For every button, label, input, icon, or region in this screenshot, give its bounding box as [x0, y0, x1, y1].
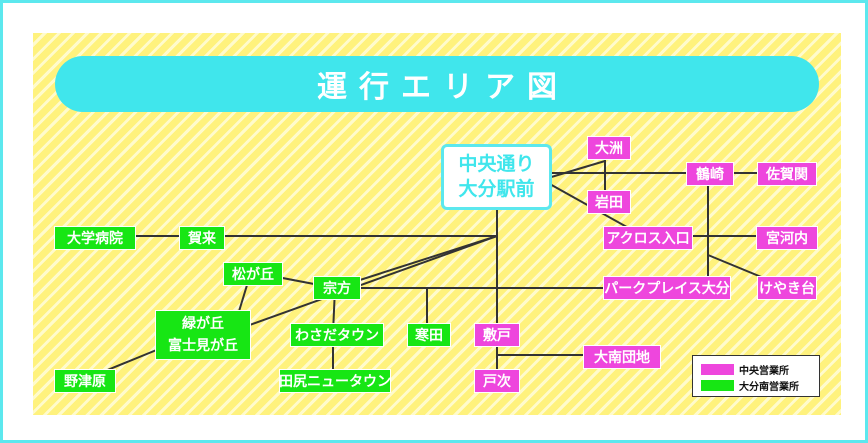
hub-label-line1: 中央通り [458, 153, 535, 175]
station-iwata[interactable]: 岩田 [587, 190, 631, 214]
station-wasada-town[interactable]: わさだタウン [290, 323, 384, 347]
station-park-place-oita[interactable]: パークプレイス大分 [603, 276, 731, 300]
station-sagamoseki[interactable]: 佐賀関 [757, 162, 817, 186]
page-title: 運行エリア図 [317, 70, 569, 105]
station-tobetsugi[interactable]: 戸次 [474, 369, 520, 393]
legend-swatch-magenta [701, 363, 734, 375]
station-kanda[interactable]: 寒田 [407, 323, 451, 347]
station-kaku[interactable]: 賀来 [179, 226, 225, 250]
station-tsurusaki[interactable]: 鶴崎 [686, 162, 734, 186]
station-ozu[interactable]: 大洲 [587, 136, 631, 160]
station-matsugaoka[interactable]: 松が丘 [223, 262, 283, 286]
station-tajiri-new-town[interactable]: 田尻ニュータウン [279, 369, 391, 393]
station-soho[interactable]: 宗方 [313, 276, 361, 300]
route-line-hub-ozu [547, 160, 606, 179]
station-midorigaoka: 緑が丘 [182, 316, 224, 332]
station-shikido[interactable]: 敷戸 [474, 323, 520, 347]
station-miyakawachi[interactable]: 宮河内 [756, 226, 818, 250]
office-legend: 中央営業所 大分南営業所 [692, 355, 820, 397]
station-across-iriguchi[interactable]: アクロス入口 [603, 226, 693, 250]
legend-item-oita-minami: 大分南営業所 [701, 378, 799, 393]
station-fujimigaoka: 富士見が丘 [168, 338, 238, 354]
station-dainan-danchi[interactable]: 大南団地 [583, 345, 661, 369]
legend-item-chuo: 中央営業所 [701, 362, 789, 377]
station-nozuhara[interactable]: 野津原 [54, 369, 116, 393]
legend-swatch-green [701, 379, 734, 391]
legend-label-oita-minami: 大分南営業所 [739, 381, 799, 393]
hub-chuo-dori-oita-station[interactable]: 中央通り 大分駅前 [441, 144, 552, 210]
title-banner: 運行エリア図 [55, 56, 819, 112]
station-midorigaoka-fujimigaoka[interactable]: 緑が丘 富士見が丘 [155, 310, 251, 360]
route-line-midorigaoka-hub [232, 235, 498, 332]
hub-label-line2: 大分駅前 [458, 178, 535, 200]
station-daigaku-byoin[interactable]: 大学病院 [54, 226, 136, 250]
station-keyakidai[interactable]: けやき台 [757, 276, 817, 300]
legend-label-chuo: 中央営業所 [739, 365, 789, 377]
